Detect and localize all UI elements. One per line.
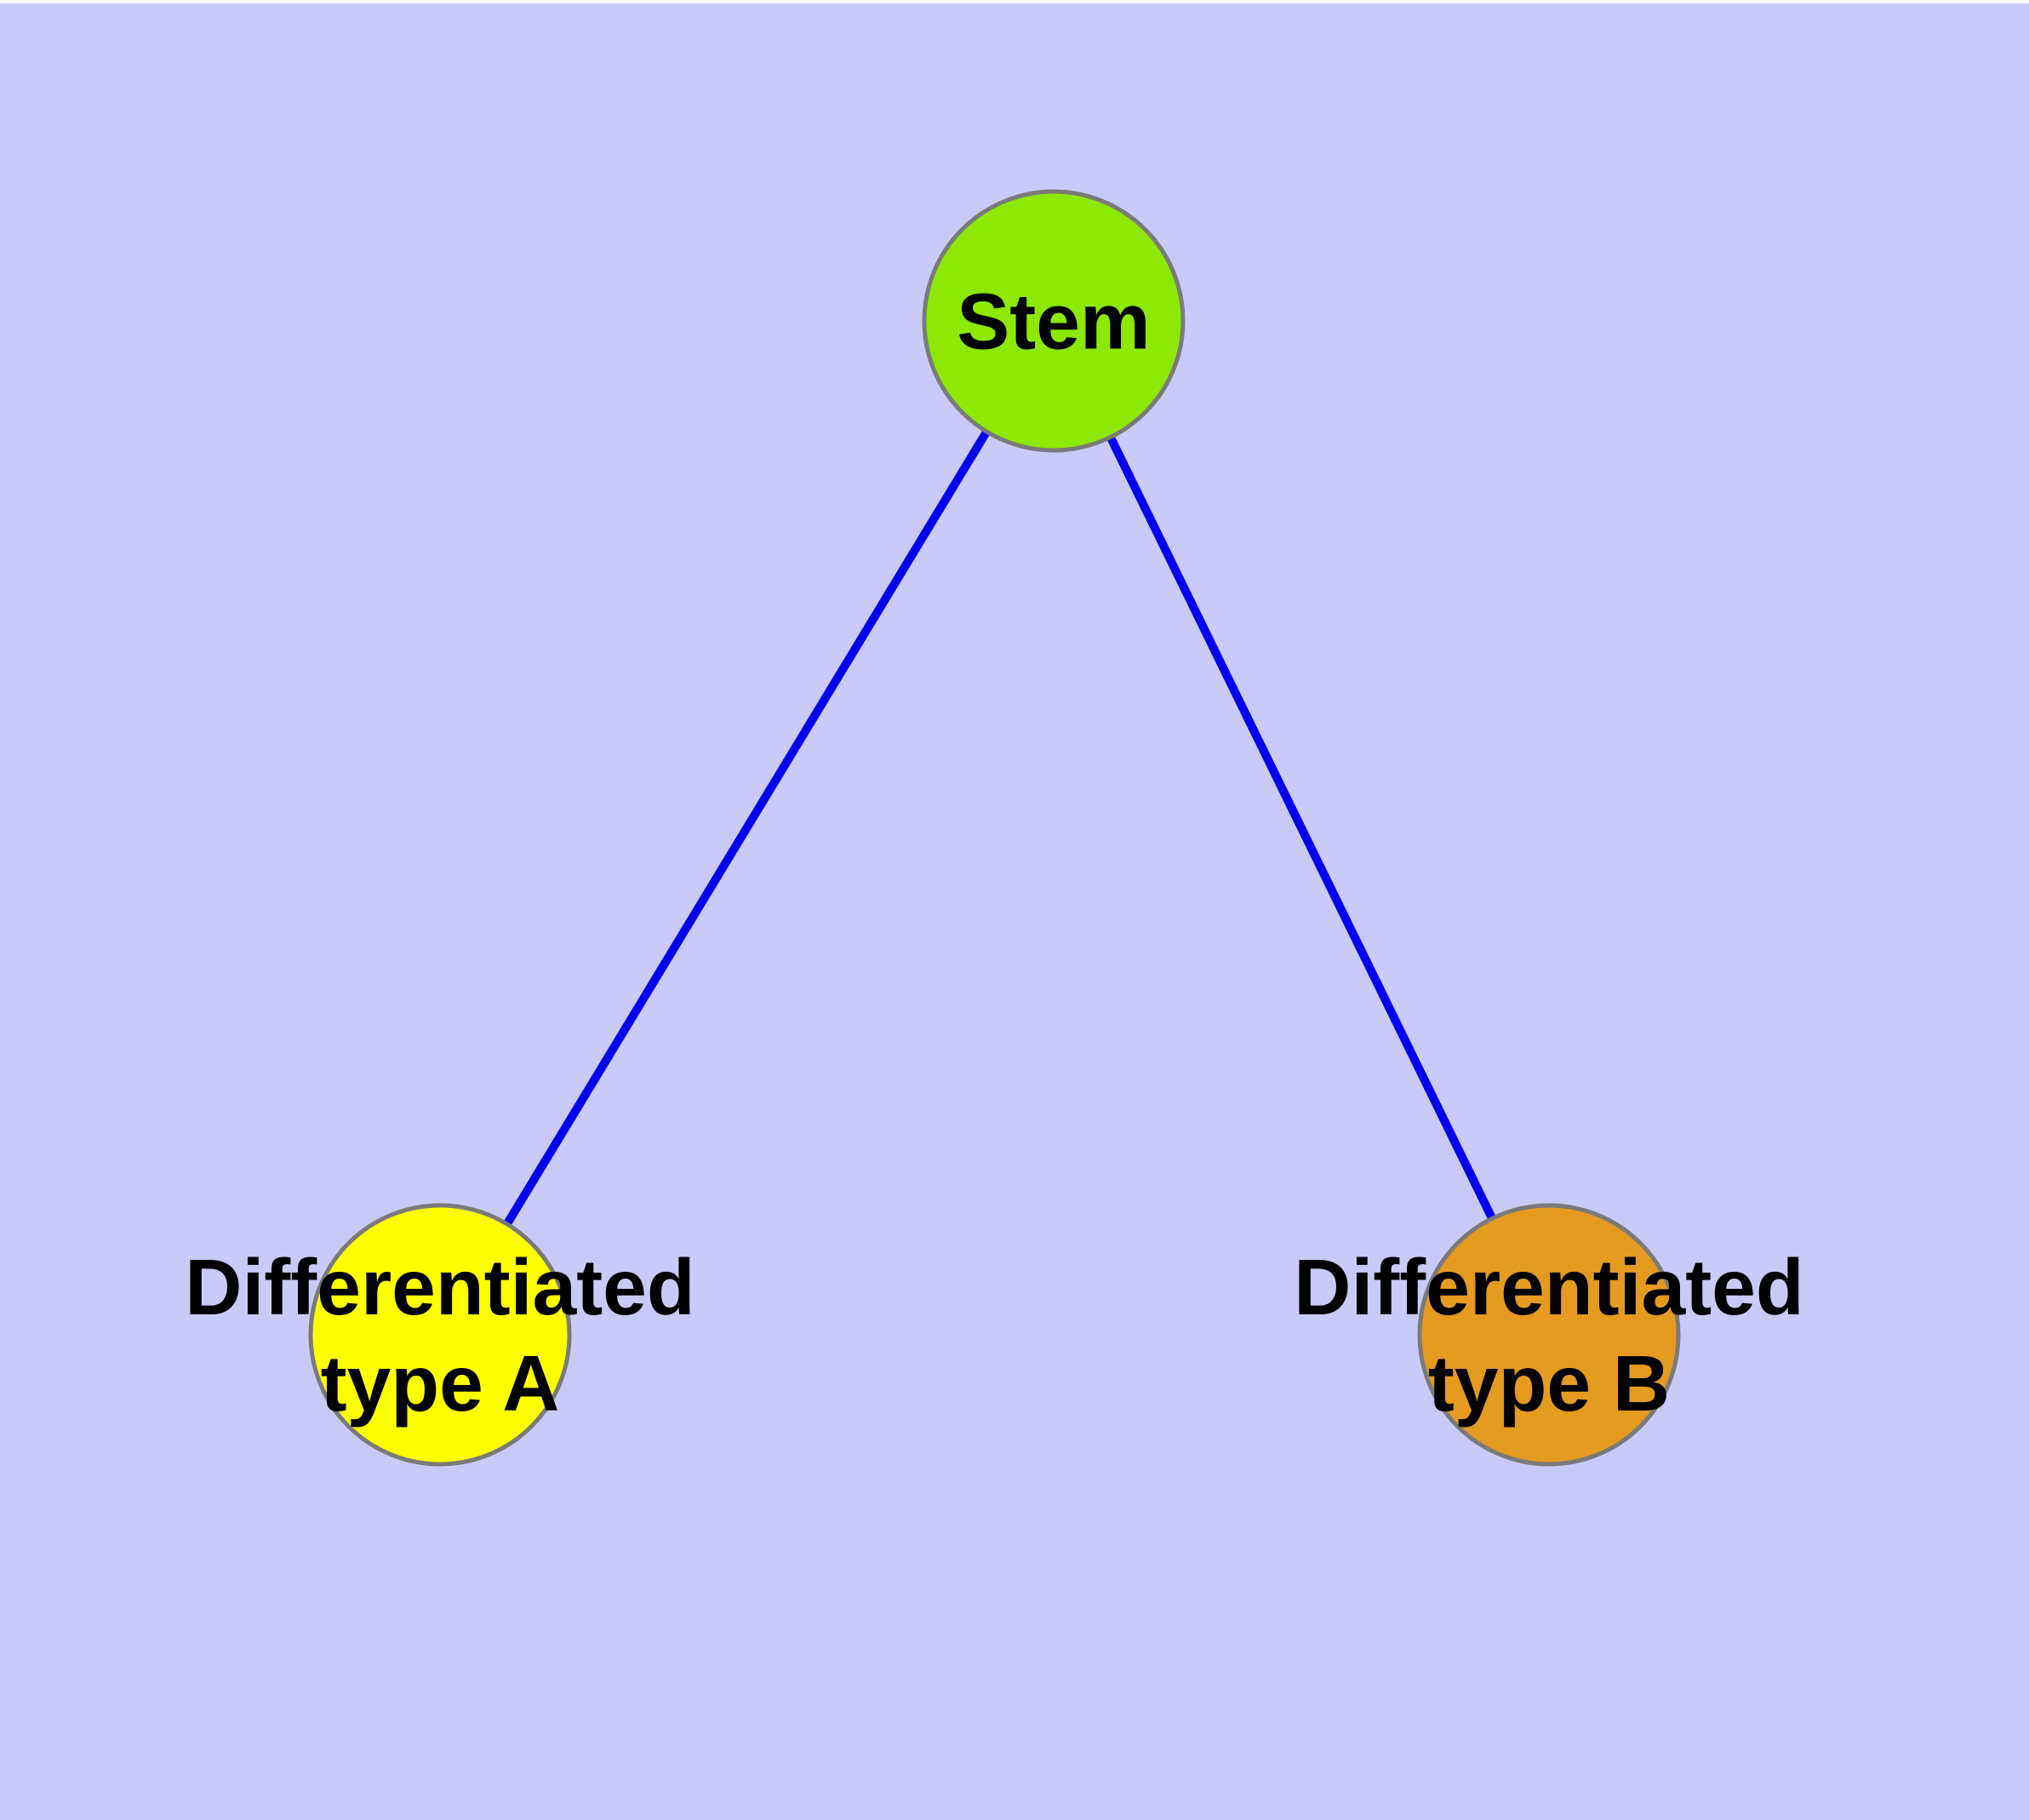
edge-stem-type-a: [436, 318, 1058, 1337]
top-margin-strip: [0, 0, 2029, 3]
edge-stem-type-b: [1049, 318, 1553, 1337]
node-type-b-circle: [1417, 1203, 1681, 1467]
node-type-a-circle: [308, 1203, 572, 1467]
node-stem-circle: [922, 189, 1186, 453]
node-stem-label: Stem: [957, 278, 1150, 366]
